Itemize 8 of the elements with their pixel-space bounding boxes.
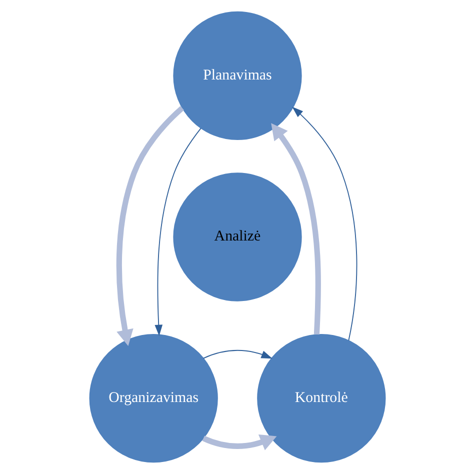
arrow — [292, 106, 357, 341]
arrow — [116, 106, 184, 346]
node-circle: Organizavimas — [88, 334, 218, 463]
arrow — [154, 128, 201, 336]
node-circle: Analizė — [172, 172, 302, 302]
arrow — [202, 434, 276, 450]
arrow — [202, 350, 272, 359]
arrow — [270, 123, 320, 334]
